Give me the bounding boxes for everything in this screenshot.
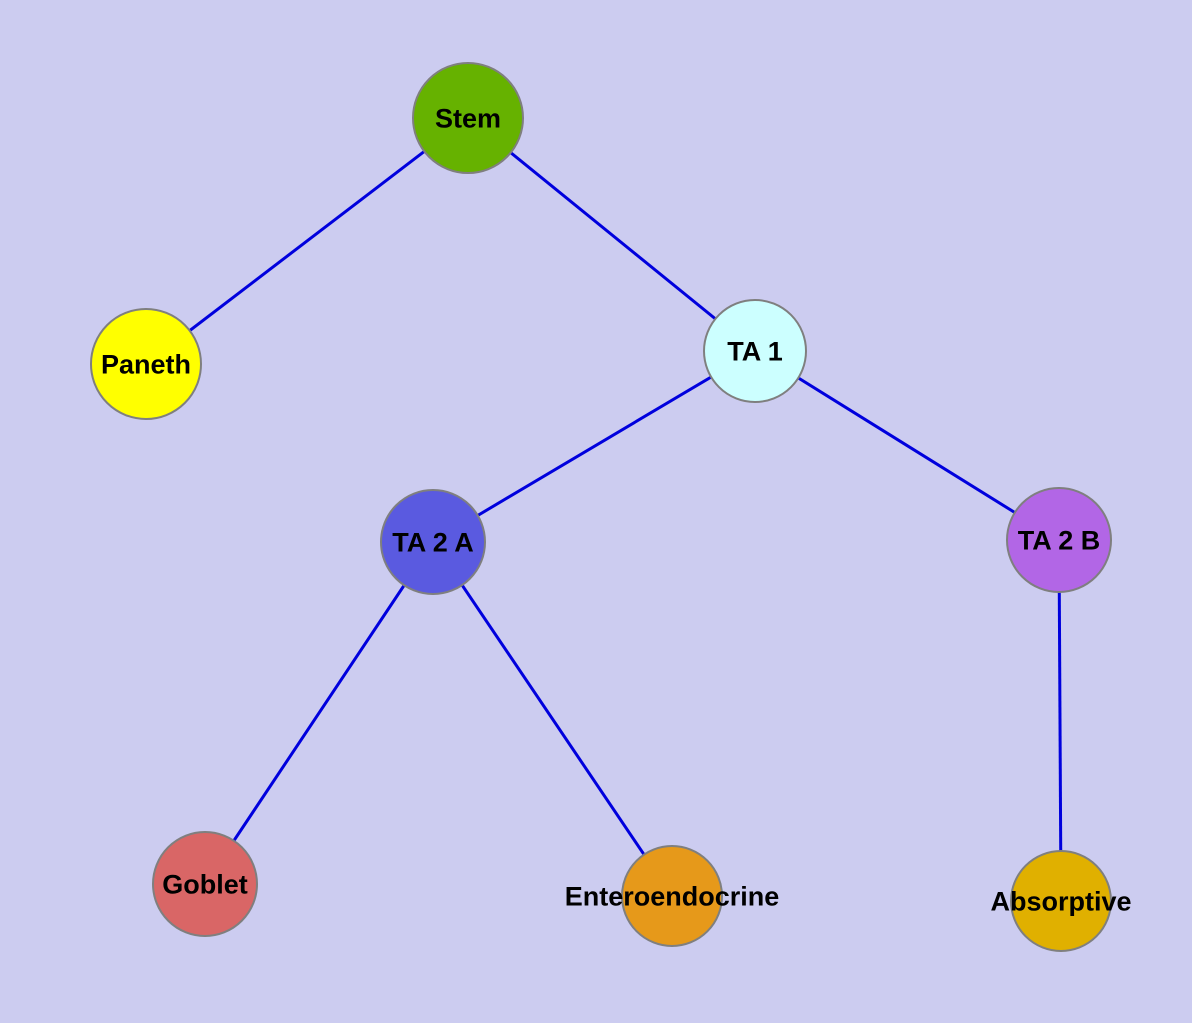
edge-ta1-ta2a bbox=[432, 349, 756, 544]
node-circle-ta2a[interactable] bbox=[380, 489, 486, 595]
node-absorptive[interactable]: Absorptive bbox=[990, 850, 1132, 952]
edge-stem-ta1 bbox=[467, 116, 756, 353]
node-circle-absorptive[interactable] bbox=[1010, 850, 1112, 952]
edges-layer bbox=[145, 116, 1063, 902]
node-label-ta1: TA 1 bbox=[727, 336, 783, 366]
node-ta2b[interactable]: TA 2 B bbox=[1006, 487, 1112, 593]
node-circle-enteroendocrine[interactable] bbox=[621, 845, 723, 947]
node-circle-paneth[interactable] bbox=[90, 308, 202, 420]
node-label-absorptive: Absorptive bbox=[990, 886, 1131, 916]
node-label-enteroendocrine: Enteroendocrine bbox=[565, 881, 780, 911]
node-label-ta2a: TA 2 A bbox=[392, 527, 474, 557]
edge-ta2b-absorptive bbox=[1057, 539, 1063, 902]
node-label-ta2b: TA 2 B bbox=[1018, 525, 1101, 555]
node-label-stem: Stem bbox=[435, 103, 501, 133]
node-label-goblet: Goblet bbox=[162, 869, 248, 899]
node-ta1[interactable]: TA 1 bbox=[703, 299, 807, 403]
edge-ta2a-goblet bbox=[203, 541, 435, 885]
node-paneth[interactable]: Paneth bbox=[90, 308, 202, 420]
node-label-paneth: Paneth bbox=[101, 349, 191, 379]
edge-ta2a-enteroendocrine bbox=[431, 541, 674, 897]
node-stem[interactable]: Stem bbox=[412, 62, 524, 174]
node-goblet[interactable]: Goblet bbox=[152, 831, 258, 937]
edge-ta1-ta2b bbox=[754, 349, 1060, 542]
node-circle-ta1[interactable] bbox=[703, 299, 807, 403]
node-ta2a[interactable]: TA 2 A bbox=[380, 489, 486, 595]
node-circle-stem[interactable] bbox=[412, 62, 524, 174]
node-enteroendocrine[interactable]: Enteroendocrine bbox=[565, 845, 780, 947]
node-circle-ta2b[interactable] bbox=[1006, 487, 1112, 593]
edge-stem-paneth bbox=[145, 116, 469, 366]
node-circle-goblet[interactable] bbox=[152, 831, 258, 937]
